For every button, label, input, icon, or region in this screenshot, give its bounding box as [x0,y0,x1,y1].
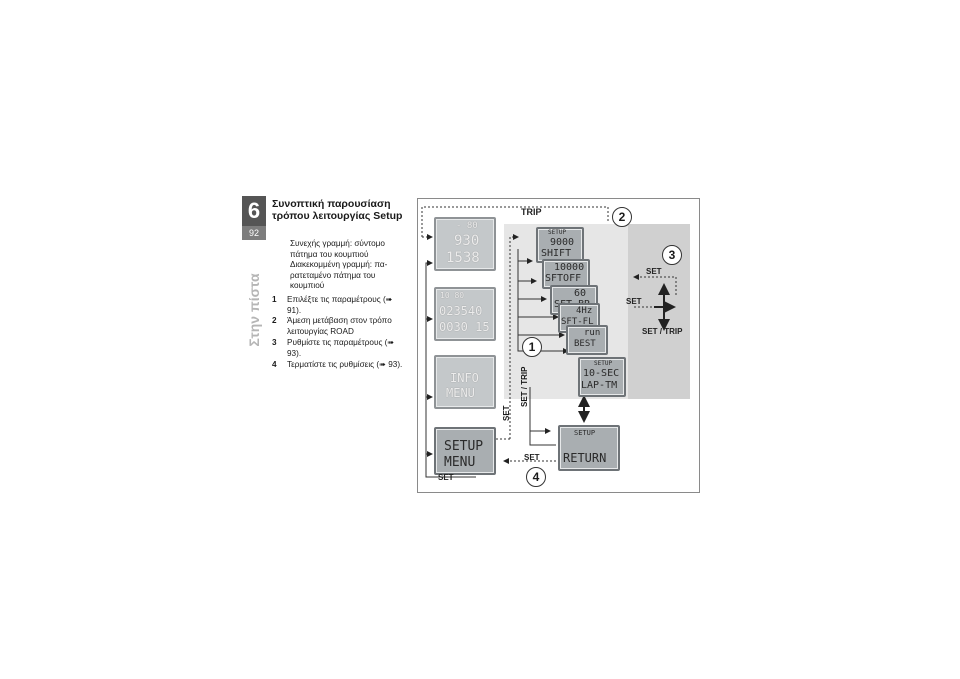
label-set-bottom: SET [438,473,454,482]
display-info-menu: INFO MENU [434,355,496,409]
setup-lap-tm: SETUP 10-SEC LAP-TM [578,357,626,397]
chapter-number: 6 [242,196,266,226]
chapter-side-title: Στην πίστα [246,273,262,347]
section-heading: Συνοπτική παρουσίαση τρόπου λειτουργίας … [272,198,403,222]
setup-sftoff: 10000 SFTOFF [542,259,590,289]
callout-2: 2 [612,207,632,227]
setup-return: SETUP RETURN [558,425,620,471]
legend-solid: Συνεχής γραμμή: σύντομο πάτημα του κουμπ… [290,239,385,259]
label-set-trip-vertical: SET / TRIP [520,366,529,407]
label-set-return: SET [524,453,540,462]
label-set-mid: SET [626,297,642,306]
display-setup-menu: SETUP MENU [434,427,496,475]
diagram-lines [421,206,677,478]
label-trip: TRIP [521,207,542,217]
label-set-vertical: SET [502,405,511,421]
label-set-trip: SET / TRIP [642,327,683,336]
callout-3: 3 [662,245,682,265]
setup-diagram: - 80 930 1538 10 80 023540 0030 15 INFO … [417,198,700,493]
page-number: 92 [242,226,266,240]
callout-4: 4 [526,467,546,487]
display-lap: 10 80 023540 0030 15 [434,287,496,341]
callout-1: 1 [522,337,542,357]
label-set-right: SET [646,267,662,276]
legend-dashed: Διακεκομμένη γραμμή: πα-ρατεταμένο πάτημ… [290,260,388,290]
display-default: - 80 930 1538 [434,217,496,271]
setup-shift: SETUP 9000 SHIFT [536,227,584,263]
setup-best: run BEST [566,325,608,355]
